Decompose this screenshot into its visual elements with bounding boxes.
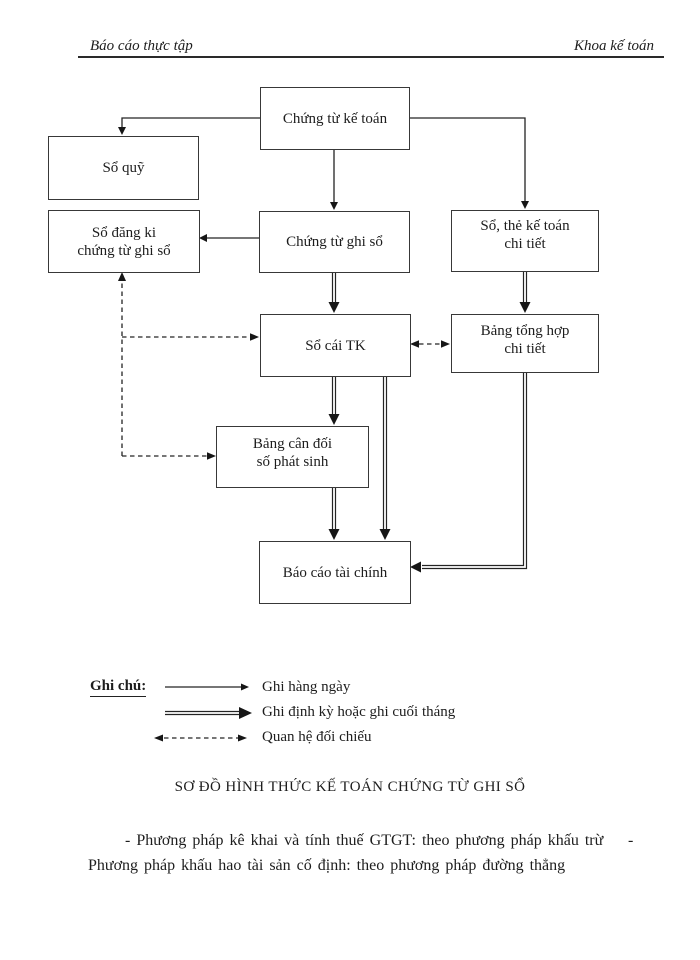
box-bang-can-doi-so-phat-sinh: Bảng cân đối số phát sinh xyxy=(216,426,369,488)
arrow-ghiso-to-socai-double xyxy=(328,272,340,313)
arrow-ghiso-to-dangki xyxy=(199,234,259,242)
arrow-dashed-to-socai xyxy=(122,333,259,341)
arrow-socai-to-baocao-double xyxy=(379,375,391,540)
diagram-caption: SƠ ĐỒ HÌNH THỨC KẾ TOÁN CHỨNG TỪ GHI SỔ xyxy=(174,779,526,795)
box-bang-tong-hop-chi-tiet: Bảng tổng hợp chi tiết xyxy=(451,314,599,373)
arrow-bangcandoi-to-baocao-double xyxy=(328,488,340,540)
legend-item-reconcile: Quan hệ đối chiếu xyxy=(262,729,372,745)
box-chung-tu-ke-toan: Chứng từ kế toán xyxy=(260,87,410,150)
box-bao-cao-tai-chinh: Báo cáo tài chính xyxy=(259,541,411,604)
box-label-line1: Bảng tổng hợp xyxy=(480,323,570,339)
box-so-the-ke-toan-chi-tiet: Sổ, thẻ kế toán chi tiết xyxy=(451,210,599,272)
note-line1: - Phương pháp kê khai và tính thuế GTGT:… xyxy=(125,832,604,849)
box-label-line1: Sổ, thẻ kế toán xyxy=(480,218,570,234)
legend-solid-single-arrow xyxy=(165,683,249,691)
arrow-bangtonghop-to-baocao-double xyxy=(410,373,528,573)
box-label: Sổ quỹ xyxy=(102,160,145,176)
arrow-socai-to-bangcandoi-double xyxy=(328,375,340,425)
box-label-line2: chứng từ ghi sổ xyxy=(77,242,171,259)
legend-title: Ghi chú: xyxy=(90,678,147,697)
box-chung-tu-ghi-so: Chứng từ ghi sổ xyxy=(259,211,410,273)
box-so-cai-tk: Sổ cái TK xyxy=(260,314,411,377)
arrow-dashed-socai-bangtonghop xyxy=(410,340,450,348)
box-so-quy: Sổ quỹ xyxy=(48,136,199,200)
arrow-chungtu-to-ghiso xyxy=(330,148,338,210)
arrow-chungtu-to-sothe xyxy=(408,117,529,209)
box-label-line1: Bảng cân đối xyxy=(252,436,333,452)
box-label: Chứng từ ghi sổ xyxy=(286,234,383,250)
note-line1-trailing-dash: - xyxy=(628,832,634,849)
note-line2: Phương pháp khấu hao tài sản cố định: th… xyxy=(88,857,566,874)
box-label: Sổ cái TK xyxy=(305,337,366,354)
box-label-line2: chi tiết xyxy=(504,236,546,252)
header-rule xyxy=(78,56,664,58)
arrow-chungtu-to-soquy xyxy=(118,117,260,135)
header-left-text: Báo cáo thực tập xyxy=(90,38,193,54)
arrow-sothe-to-bangtonghop-double xyxy=(519,272,531,313)
box-label: Báo cáo tài chính xyxy=(282,564,388,581)
arrow-dashed-dangki-vertical xyxy=(118,272,126,456)
arrow-dashed-to-bangcandoi xyxy=(122,452,216,460)
header-right-text: Khoa kế toán xyxy=(574,38,654,54)
legend-dashed-double-headed-arrow xyxy=(154,734,247,742)
legend-item-daily: Ghi hàng ngày xyxy=(262,679,351,695)
box-so-dang-ki-chung-tu-ghi-so: Sổ đăng ki chứng từ ghi sổ xyxy=(48,210,200,273)
legend-item-periodic: Ghi định kỳ hoặc ghi cuối tháng xyxy=(262,704,456,720)
box-label-line2: số phát sinh xyxy=(256,454,329,470)
box-label: Chứng từ kế toán xyxy=(282,110,388,127)
box-label-line2: chi tiết xyxy=(504,341,546,357)
box-label-line1: Sổ đăng ki xyxy=(91,224,157,241)
legend-solid-double-arrow xyxy=(165,707,252,719)
